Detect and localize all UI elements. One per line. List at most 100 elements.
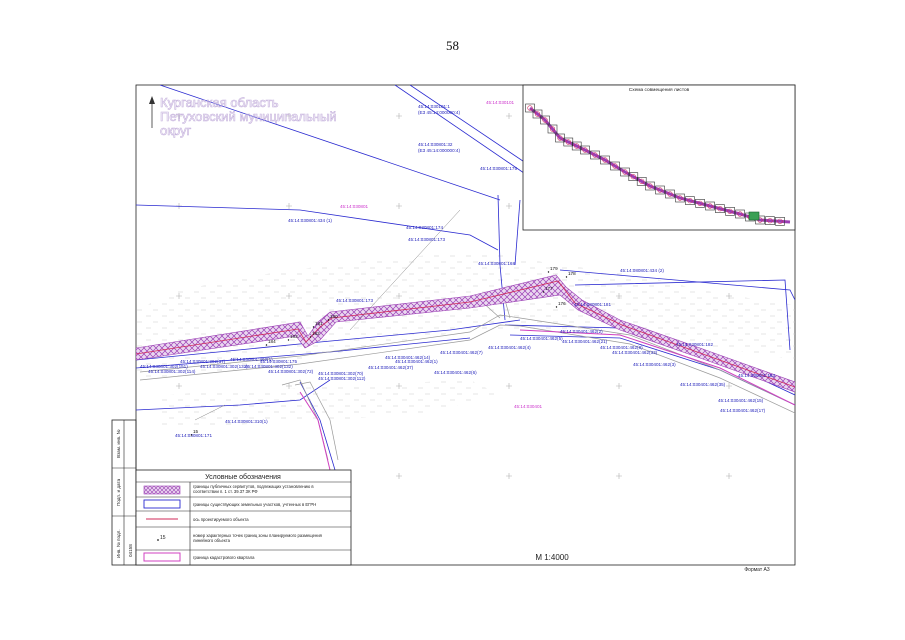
point-label: 179 <box>550 266 558 271</box>
vegetation-area <box>136 255 795 380</box>
inset-sheet-number-circle <box>534 111 541 117</box>
point-marker <box>565 276 568 278</box>
legend-hatch-swatch <box>143 485 181 495</box>
current-sheet-marker <box>748 211 760 221</box>
parcel-label: 45:14:030801:32 <box>418 142 453 147</box>
inset-sheet-number-circle <box>737 211 743 217</box>
paper-format: Формат А3 <box>744 567 769 573</box>
parcel-label: 45:14:030401:462(5) <box>520 336 563 341</box>
inset-sheet-frame <box>532 109 543 119</box>
legend-item-1-line1: границы публичных сервитутов, подлежащих… <box>193 484 314 489</box>
inset-sheet-number-circle <box>622 169 628 175</box>
stamp-field-3: Инв. № подл. <box>116 529 121 558</box>
inset-sheet-frame <box>636 177 647 186</box>
inset-sheets <box>525 103 785 226</box>
inset-sheet-number-circle <box>767 218 773 224</box>
inset-sheet-number-circle <box>697 200 703 206</box>
point-label: 181 <box>315 321 323 326</box>
inset-sheet-frame <box>685 196 695 205</box>
point-marker <box>190 434 193 436</box>
parcel-label: 45:14:030101:1 <box>418 104 450 109</box>
region-title: Курганская область Петуховский муниципал… <box>160 95 337 139</box>
inset-sheet-frame <box>705 201 715 211</box>
inset-sheet-frame <box>695 199 705 208</box>
inset-sheet-frame <box>725 207 735 216</box>
point-marker <box>555 306 558 308</box>
inset-sheet-number-circle <box>582 147 588 153</box>
parcel-label: 45:14:030801:302(1) <box>230 357 273 362</box>
inset-sheet-number-circle <box>687 198 693 204</box>
parcel-label: 45:14:030401:462(37) <box>368 365 414 370</box>
region-title-line1: Курганская область <box>160 95 279 110</box>
inset-sheet-frame <box>590 150 600 160</box>
parcel-label: 45:14:030801:302(151) <box>140 364 188 369</box>
parcel-label: 45:14:030801:302(70) <box>318 371 364 376</box>
inset-sheet-number-circle <box>574 143 580 149</box>
point-label: 180 <box>330 314 338 319</box>
inset-sheet-frame <box>540 115 550 125</box>
inset-sheet-frame <box>610 161 620 171</box>
parcel-labels: 45:14:030101:1(ЕЗ 45:14:000000:4) 45:14:0… <box>140 100 775 438</box>
inset-map: Схема совмещения листов <box>522 84 796 231</box>
inset-sheet-number-circle <box>565 139 571 145</box>
inset-sheet-number-circle <box>667 191 673 197</box>
inset-sheet-frame <box>655 185 665 195</box>
inset-sheet-number-circle <box>717 206 723 212</box>
inset-sheet-frame <box>580 145 590 155</box>
parcel-label: 45:14:030401:462(21) <box>562 339 608 344</box>
point-label: 183 <box>290 334 298 339</box>
point-label: 178 <box>568 271 576 276</box>
legend: Условные обозначения 15 границы публичны… <box>135 469 352 566</box>
inset-sheet-frame <box>765 216 775 225</box>
parcel-label: (ЕЗ 45:14:000000:4) <box>418 110 460 115</box>
parcel-label: 45:14:030801:182 <box>676 342 713 347</box>
inset-sheet-number-circle <box>727 208 733 214</box>
parcel-label: 45:14:030801:173 <box>336 298 373 303</box>
parcel-label: 45:14:030401:462(33) <box>612 350 658 355</box>
point-label: 176 <box>558 301 566 306</box>
road-corridor <box>139 299 795 461</box>
inset-sheet-frame <box>628 172 639 181</box>
inset-sheet-number-circle <box>639 178 645 184</box>
parcel-label: 45:14:030801:175 <box>260 359 297 364</box>
parcel-label: 45:14:030801:302(112) <box>318 376 366 381</box>
parcel-label: 45:14:030801:302(72) <box>268 369 314 374</box>
parcel-label: 45:14:080801:434 (2) <box>620 268 664 273</box>
stamp-value-3: 04158 <box>128 544 133 557</box>
north-arrow-icon <box>149 96 155 128</box>
legend-parcel-swatch <box>143 499 181 509</box>
point-marker <box>309 336 312 338</box>
inset-sheet-number-circle <box>612 163 618 169</box>
inset-sheet-frame <box>525 103 535 113</box>
region-title-line2: Петуховский муниципальный <box>160 109 337 124</box>
point-marker <box>327 319 330 321</box>
stamp-field-1: Взам. инв. № <box>116 429 121 458</box>
parcel-label: 45:14:030401:462(17) <box>720 408 766 413</box>
inset-sheet-frame <box>675 193 685 203</box>
parcel-label: 45:14:030401:462(35) <box>680 382 726 387</box>
legend-title: Условные обозначения <box>205 473 281 481</box>
inset-sheet-number-circle <box>602 157 608 163</box>
point-marker <box>312 326 315 328</box>
parcel-label: 45:14:030401:462(7) <box>440 350 483 355</box>
point-marker <box>265 344 268 346</box>
parcel-label: 45:14:030801:302(37) <box>180 359 226 364</box>
point-label: 184 <box>268 339 276 344</box>
parcel-label: 45:14:030801:168 <box>478 261 515 266</box>
inset-sheet-number-circle <box>707 203 713 209</box>
inset-sheet-number-circle <box>549 126 556 132</box>
inset-sheet-number-circle <box>557 135 563 141</box>
inset-sheet-number-circle <box>677 195 683 201</box>
parcel-label: 45:14:030801:181 <box>574 302 611 307</box>
inset-title: Схема совмещения листов <box>629 87 690 93</box>
point-marker <box>287 339 290 341</box>
parcel-label: 45:14:030801:173 <box>408 237 445 242</box>
parcel-label: 45:14:030801:302(132) <box>245 364 293 369</box>
parcel-label: 45:14:030801:310(1) <box>225 419 268 424</box>
parcel-label: 45:14:030401:462(3) <box>633 362 676 367</box>
parcel-label: 45:14:030801:302(132) <box>200 364 248 369</box>
parcel-label: 45:14:030801:434 (1) <box>288 218 332 223</box>
legend-item-3: ось проектируемого объекта <box>193 517 249 522</box>
inset-sheet-number-circle <box>630 174 636 180</box>
